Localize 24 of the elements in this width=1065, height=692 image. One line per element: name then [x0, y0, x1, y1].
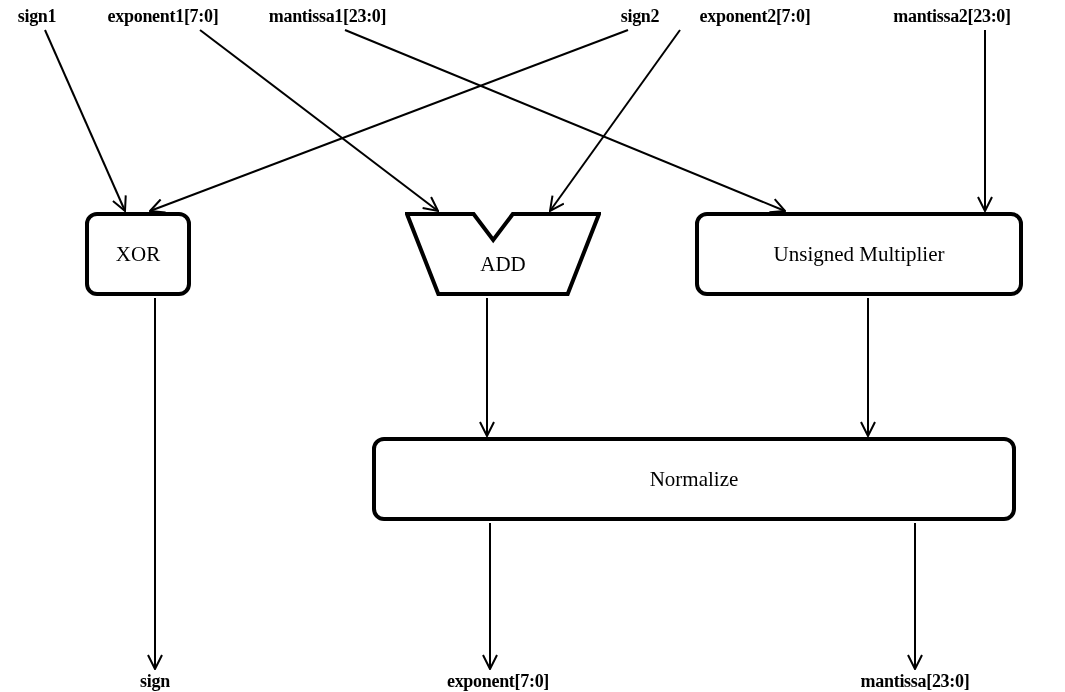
signal-label: exponent[7:0]	[425, 670, 571, 692]
arrow	[149, 29, 629, 214]
process-box: XOR	[85, 212, 191, 296]
box-label: ADD	[480, 251, 526, 277]
arrow	[907, 522, 923, 670]
arrow	[199, 29, 439, 212]
arrow	[860, 297, 876, 437]
signal-label: mantissa2[23:0]	[843, 4, 1061, 28]
signal-label: sign2	[612, 4, 668, 28]
arrow	[147, 297, 163, 670]
signal-label: exponent2[7:0]	[675, 4, 835, 28]
signal-label: sign1	[6, 4, 68, 28]
signal-label: sign	[125, 670, 185, 692]
arrow	[344, 29, 786, 214]
arrow	[479, 297, 495, 437]
arrow	[549, 29, 681, 212]
arrow	[44, 29, 127, 212]
arrow	[482, 522, 498, 670]
signal-label: mantissa1[23:0]	[255, 4, 400, 28]
signal-label: exponent1[7:0]	[88, 4, 238, 28]
process-box: Unsigned Multiplier	[695, 212, 1023, 296]
process-box: Normalize	[372, 437, 1016, 521]
arrow	[977, 29, 993, 212]
signal-label: mantissa[23:0]	[850, 670, 980, 692]
